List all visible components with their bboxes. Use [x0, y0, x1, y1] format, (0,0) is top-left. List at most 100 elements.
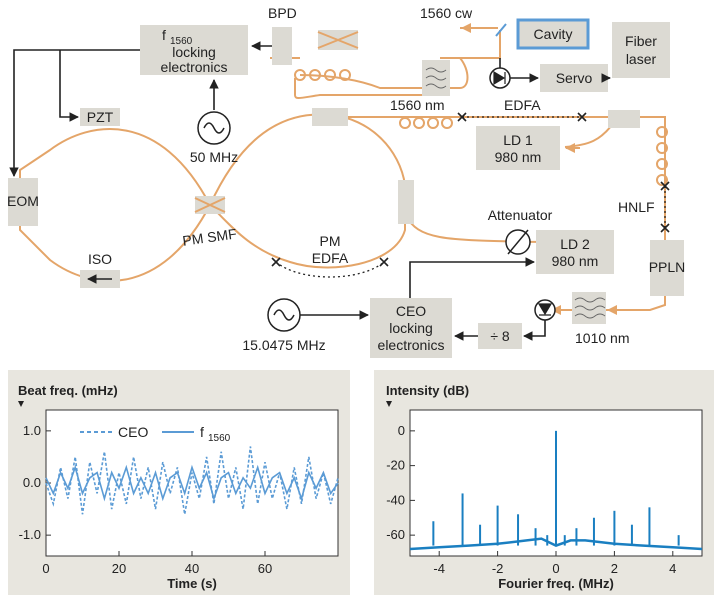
f1560-box-label-f: f [162, 27, 166, 43]
photodiode-servo-icon [489, 67, 511, 89]
x-tick-label: 2 [611, 561, 618, 576]
f1560-box-label-line2: locking [172, 44, 216, 60]
filter-1010-box [572, 292, 606, 324]
pzt-label: PZT [87, 109, 114, 125]
ld1-label-1: LD 1 [503, 132, 533, 148]
spectrum-chart-axis-marker [386, 401, 392, 407]
legend-f1560-sub: 1560 [208, 433, 231, 444]
ceo-box-label-1: CEO [396, 303, 426, 319]
ld2-box [536, 230, 614, 274]
ceo-box-label-3: electronics [378, 337, 445, 353]
attenuator-icon [505, 229, 531, 255]
fiber-filter [294, 78, 440, 99]
beat-chart-legend: CEO f 1560 [80, 424, 231, 444]
ppln-label: PPLN [649, 259, 686, 275]
wire-f1560-to-eom [9, 49, 140, 177]
filter-1010-label: 1010 nm [575, 330, 629, 346]
fiber-laser-label-1: Fiber [625, 33, 657, 49]
cavity-box [516, 18, 590, 50]
x-tick-label: 4 [669, 561, 676, 576]
wdm-1 [608, 110, 640, 128]
x-tick-label: -2 [492, 561, 504, 576]
y-tick-label: 0 [398, 423, 405, 438]
beat-chart-series [45, 446, 339, 515]
f1560-box-label-line3: electronics [161, 59, 228, 75]
noise-floor-line [409, 537, 703, 551]
y-tick-label: 1.0 [23, 423, 41, 438]
filter-1010-icon [574, 297, 606, 319]
iso-label: ISO [88, 251, 112, 267]
y-tick-label: -1.0 [19, 527, 41, 542]
ceo-box-label-2: locking [389, 320, 433, 336]
bpd-label: BPD [268, 5, 297, 21]
ld2-label-2: 980 nm [552, 253, 599, 269]
fiber-coil-3 [656, 126, 668, 186]
eom-label: EOM [7, 193, 39, 209]
ld1-label-2: 980 nm [495, 149, 542, 165]
y-tick-label: -40 [386, 492, 405, 507]
wire-f1560-to-pzt [59, 50, 79, 122]
div8-label: ÷ 8 [490, 328, 510, 344]
spectrum-chart-series [409, 430, 703, 551]
x-tick-label: 40 [185, 561, 199, 576]
fiber-ld1 [564, 124, 613, 148]
fiber-laser-box [612, 22, 670, 78]
ppln-box [650, 240, 684, 296]
coupler-top-cross [317, 31, 359, 49]
wire-ceo-to-ld2 [409, 257, 535, 298]
fiber-1560cw [460, 27, 501, 59]
rf-source-50mhz-icon [197, 111, 231, 145]
beat-chart-ticks: 0 20 40 60 1.0 0.0 -1.0 [19, 423, 273, 576]
bpd-box [272, 27, 292, 65]
cw1560-label: 1560 cw [420, 5, 473, 21]
y-tick-label: 0.0 [23, 475, 41, 490]
servo-box [540, 64, 608, 92]
legend-f1560-label: f [200, 424, 204, 440]
schematic: f 1560 locking electronics BPD 1560 cw C… [7, 5, 685, 358]
beat-chart-axis-marker [18, 401, 24, 407]
cavity-label: Cavity [534, 26, 573, 42]
x-tick-label: -4 [433, 561, 445, 576]
pm-smf-label: PM SMF [181, 225, 237, 248]
mhz15-label: 15.0475 MHz [242, 337, 325, 353]
edfa-label: EDFA [504, 97, 541, 113]
ld2-label-1: LD 2 [560, 236, 590, 252]
coupler-main-cross [194, 197, 226, 213]
div8-box [478, 323, 522, 349]
pm-edfa-segment [275, 261, 385, 278]
ceo-locking-box [370, 298, 452, 358]
hnlf-label: HNLF [618, 199, 655, 215]
ld1-box [476, 126, 560, 170]
ring-cavity-left [19, 128, 211, 282]
pm-edfa-label-2: EDFA [312, 250, 349, 266]
legend-ceo-label: CEO [118, 424, 148, 440]
spectrum-chart-ylabel: Intensity (dB) [386, 383, 469, 398]
x-tick-label: 60 [258, 561, 272, 576]
x-tick-label: 20 [112, 561, 126, 576]
x-tick-label: 0 [42, 561, 49, 576]
servo-label: Servo [556, 70, 593, 86]
pm-edfa-label-1: PM [320, 233, 341, 249]
y-tick-label: -20 [386, 458, 405, 473]
rf-source-15mhz-icon [267, 298, 301, 332]
f1560-box-label-sub: 1560 [170, 36, 193, 47]
x-tick-label: 0 [552, 561, 559, 576]
beam-splitter [495, 23, 507, 37]
pzt-box [80, 108, 120, 126]
fiber-coil-1 [294, 69, 351, 81]
ring-cavity-right [209, 113, 406, 269]
filter-1560-label: 1560 nm [390, 97, 444, 113]
mhz50-label: 50 MHz [190, 149, 238, 165]
fiber-coil-2 [399, 117, 453, 129]
coupler-right [398, 180, 414, 224]
wire-pd-to-div8 [523, 320, 546, 341]
spectrum-chart-xlabel: Fourier freq. (MHz) [498, 576, 614, 591]
eom-box [8, 178, 38, 226]
coupler-edfa [312, 108, 348, 126]
photodiode-ceo-icon [534, 299, 556, 321]
series-line-ceo [45, 446, 339, 515]
series-line-f1560 [45, 464, 339, 502]
